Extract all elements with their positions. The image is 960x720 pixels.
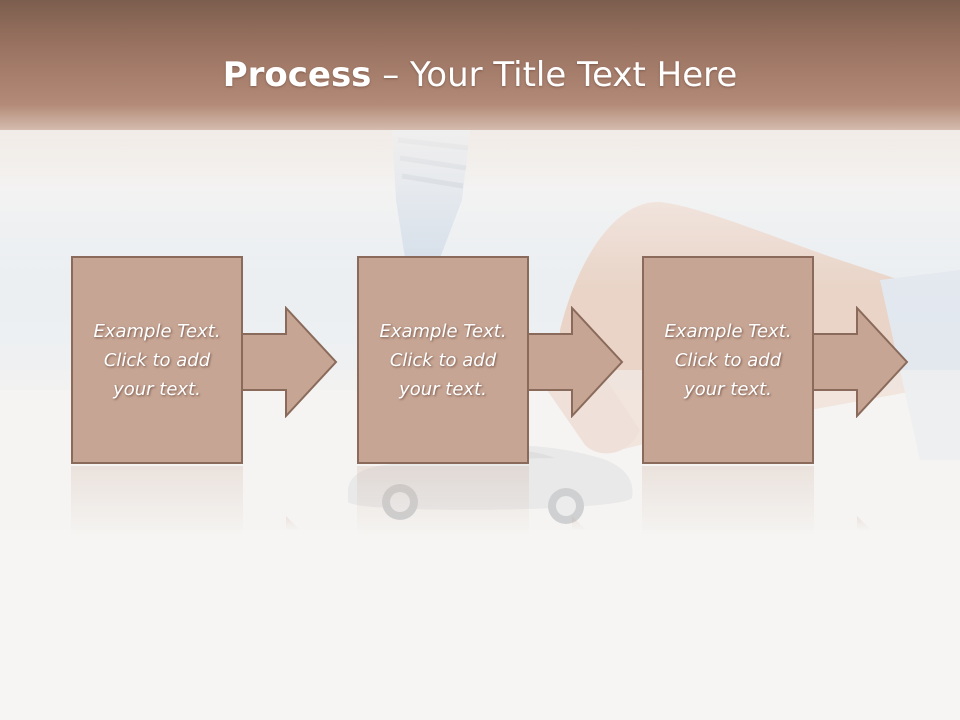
step-3-line-3: your text. [684, 378, 772, 400]
arrow-right-icon [809, 306, 909, 418]
slide-title[interactable]: Process – Your Title Text Here [0, 50, 960, 100]
step-3-line-2: Click to add [674, 349, 782, 371]
step-1-line-3: your text. [113, 378, 201, 400]
process-step-3[interactable]: Example Text. Click to add your text. [642, 256, 814, 464]
step-2-line-1: Example Text. [379, 320, 507, 342]
step-1-line-1: Example Text. [93, 320, 221, 342]
arrow-right-icon [238, 306, 338, 418]
step-2-line-3: your text. [399, 378, 487, 400]
step-2-line-2: Click to add [389, 349, 497, 371]
arrow-right-icon [524, 306, 624, 418]
step-1-line-2: Click to add [103, 349, 211, 371]
shape-reflection [71, 466, 871, 536]
step-2-text[interactable]: Example Text. Click to add your text. [371, 317, 514, 404]
title-bold: Process [222, 55, 372, 95]
step-3-line-1: Example Text. [664, 320, 792, 342]
process-step-1[interactable]: Example Text. Click to add your text. [71, 256, 243, 464]
step-3-text[interactable]: Example Text. Click to add your text. [656, 317, 799, 404]
process-step-2[interactable]: Example Text. Click to add your text. [357, 256, 529, 464]
title-rest: – Your Title Text Here [371, 55, 738, 95]
step-1-text[interactable]: Example Text. Click to add your text. [85, 317, 228, 404]
